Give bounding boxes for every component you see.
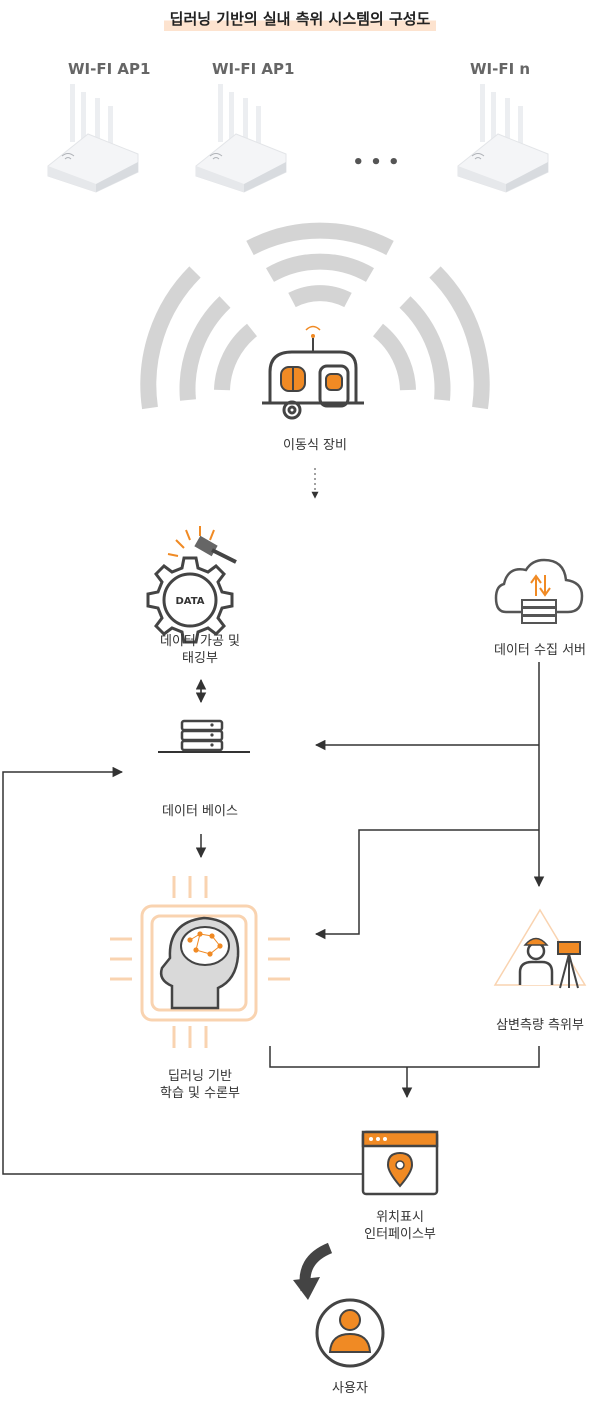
- surveying-label: 삼변측량 측위부: [496, 1018, 584, 1033]
- location-interface-icon: [361, 1130, 439, 1196]
- wave-left-3: [214, 323, 258, 391]
- hammer-icon: [194, 535, 237, 564]
- wave-right-1: [429, 266, 490, 410]
- deep-learning-chip-icon: [110, 876, 290, 1048]
- ap-label-n: WI-FI n: [470, 60, 531, 78]
- gear-data-text: DATA: [175, 596, 204, 607]
- feedback-arrow-to-database: [2, 766, 362, 1175]
- wave-top-3: [288, 285, 352, 308]
- data-processing-label-1: 데이터 가공 및: [159, 634, 241, 649]
- ap-label-2: WI-FI AP1: [212, 60, 295, 78]
- diagram-title: 딥러닝 기반의 실내 측위 시스템의 구성도: [163, 8, 437, 31]
- location-interface-label-1: 위치표시: [376, 1210, 424, 1225]
- mobile-device-label: 이동식 장비: [283, 438, 347, 453]
- wave-top-2: [266, 253, 374, 283]
- location-interface-label-2: 인터페이스부: [364, 1227, 436, 1242]
- wave-right-3: [372, 323, 416, 391]
- wave-right-2: [399, 296, 451, 401]
- database-icon: [158, 719, 250, 753]
- deep-learning-label-2: 학습 및 수론부: [159, 1086, 241, 1101]
- wave-left-1: [140, 266, 201, 410]
- collection-server-label: 데이터 수집 서버: [494, 643, 586, 658]
- ap-label-1: WI-FI AP1: [68, 60, 151, 78]
- arrow-server-to-deeplearning: [314, 829, 539, 940]
- title-container: 딥러닝 기반의 실내 측위 시스템의 구성도: [0, 8, 600, 31]
- router-icon-2: [195, 83, 287, 193]
- database-label: 데이터 베이스: [162, 804, 238, 819]
- wifi-waves: [140, 222, 490, 410]
- deep-learning-label-1: 딥러닝 기반: [168, 1069, 232, 1084]
- cloud-server-icon: [494, 558, 584, 624]
- gear-icon: DATA: [146, 526, 237, 644]
- camper-icon: [262, 325, 364, 420]
- user-icon: [315, 1298, 385, 1368]
- data-processing-label-2: 태깅부: [182, 651, 218, 666]
- surveyor-icon: [493, 908, 587, 989]
- wave-left-2: [179, 296, 231, 401]
- router-icon-1: [47, 83, 139, 193]
- router-icon-n: [457, 83, 549, 193]
- ellipsis-text: • • •: [352, 152, 399, 173]
- wave-top-1: [246, 222, 394, 256]
- merge-line: [269, 1046, 540, 1068]
- curved-arrow-head: [293, 1277, 320, 1300]
- user-label: 사용자: [332, 1381, 368, 1396]
